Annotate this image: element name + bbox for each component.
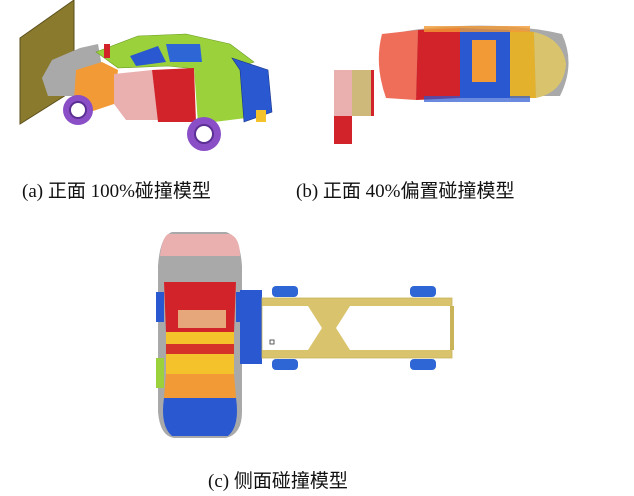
car-trunk [163, 398, 237, 436]
caption-a: (a) 正面 100%碰撞模型 [22, 181, 211, 202]
barrier-face [240, 290, 262, 364]
offset-crash-top-view [334, 25, 569, 144]
car-front-section [416, 28, 460, 100]
barrier-face-red [334, 116, 352, 144]
rear-bumper-detail [256, 110, 266, 122]
figure-c-side-crash-model [150, 226, 460, 442]
figure-a-frontal-full-crash-model [18, 0, 290, 162]
car-trunk-top [534, 32, 566, 98]
car-rear-glass [510, 30, 536, 98]
trolley-rail-bottom [262, 350, 452, 358]
car-rear-window [164, 374, 236, 398]
car-window-rear [166, 44, 202, 62]
trolley-cross-brace [308, 306, 350, 350]
trolley-rail-top [262, 298, 452, 306]
side-crash-top-view [156, 232, 454, 438]
trolley-wheel-rl [272, 359, 298, 370]
trolley-wheel-rr [410, 359, 436, 370]
car-front-bumper [160, 234, 240, 256]
car-rear-door [152, 68, 196, 122]
caption-c: (c) 侧面碰撞模型 [208, 471, 348, 492]
caption-b: (b) 正面 40%偏置碰撞模型 [296, 181, 515, 202]
trolley-wheel-fr [410, 286, 436, 297]
barrier-face-pink [334, 70, 352, 116]
car-3d-render [19, 0, 273, 151]
car-rear-quarter [194, 64, 246, 124]
car-hood [162, 256, 238, 282]
trolley-wheel-fl [272, 286, 298, 297]
car-front-door [114, 70, 158, 120]
figure-b-frontal-offset-crash-model [330, 20, 576, 150]
barrier-face-tan [352, 70, 372, 116]
car-seats [178, 310, 226, 328]
car-hood [378, 30, 418, 100]
car-sunroof-area [472, 40, 496, 82]
car-window-front [130, 46, 166, 66]
